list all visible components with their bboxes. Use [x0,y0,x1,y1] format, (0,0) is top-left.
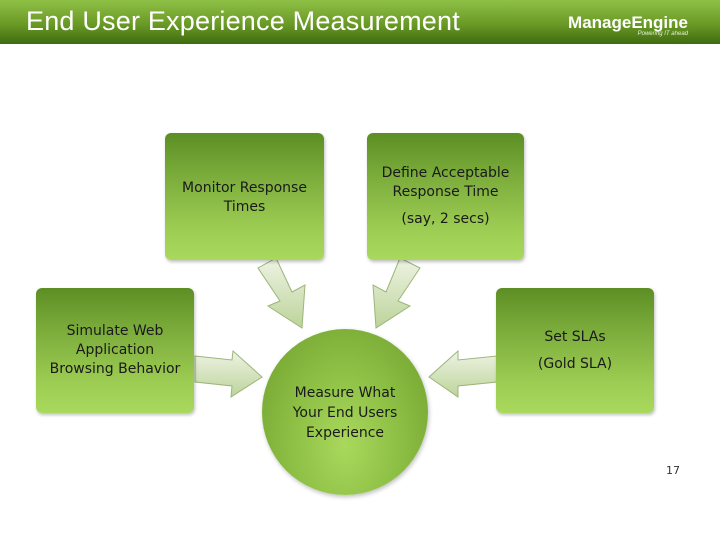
define-line-1: Define Acceptable [381,165,510,181]
monitor-response-box: Monitor Response Times [165,133,324,260]
slide-header: End User Experience Measurement ManageEn… [0,0,720,44]
simulate-line-1: Simulate Web [66,323,164,339]
simulate-line-2: Application [75,342,155,358]
define-line-3: (say, 2 secs) [401,211,490,227]
slide-title: End User Experience Measurement [26,6,460,36]
simulate-line-3: Browsing Behavior [49,361,181,377]
sla-line-2: (Gold SLA) [537,356,613,372]
measure-line-3: Experience [305,425,385,441]
manageengine-logo: ManageEngine Powering IT ahead [568,13,688,37]
sla-line-1: Set SLAs [544,329,606,345]
arrow-sla-to-measure [428,349,498,398]
arrow-monitor-to-measure [257,257,306,329]
logo-tagline: Powering IT ahead [637,31,688,37]
page-number: 17 [666,464,680,477]
arrow-simulate-to-measure [194,349,263,398]
simulate-browsing-box: Simulate Web Application Browsing Behavi… [36,288,194,413]
measure-line-2: Your End Users [292,405,398,421]
monitor-line-1: Monitor Response [182,180,307,196]
logo-brand: ManageEngine [568,13,688,32]
define-line-2: Response Time [392,184,499,200]
define-response-box: Define Acceptable Response Time (say, 2 … [367,133,524,260]
measure-experience-circle: Measure What Your End Users Experience [262,329,428,495]
monitor-line-2: Times [223,199,266,215]
measure-line-1: Measure What [294,385,396,401]
set-sla-box: Set SLAs (Gold SLA) [496,288,654,413]
arrow-define-to-measure [372,257,421,329]
